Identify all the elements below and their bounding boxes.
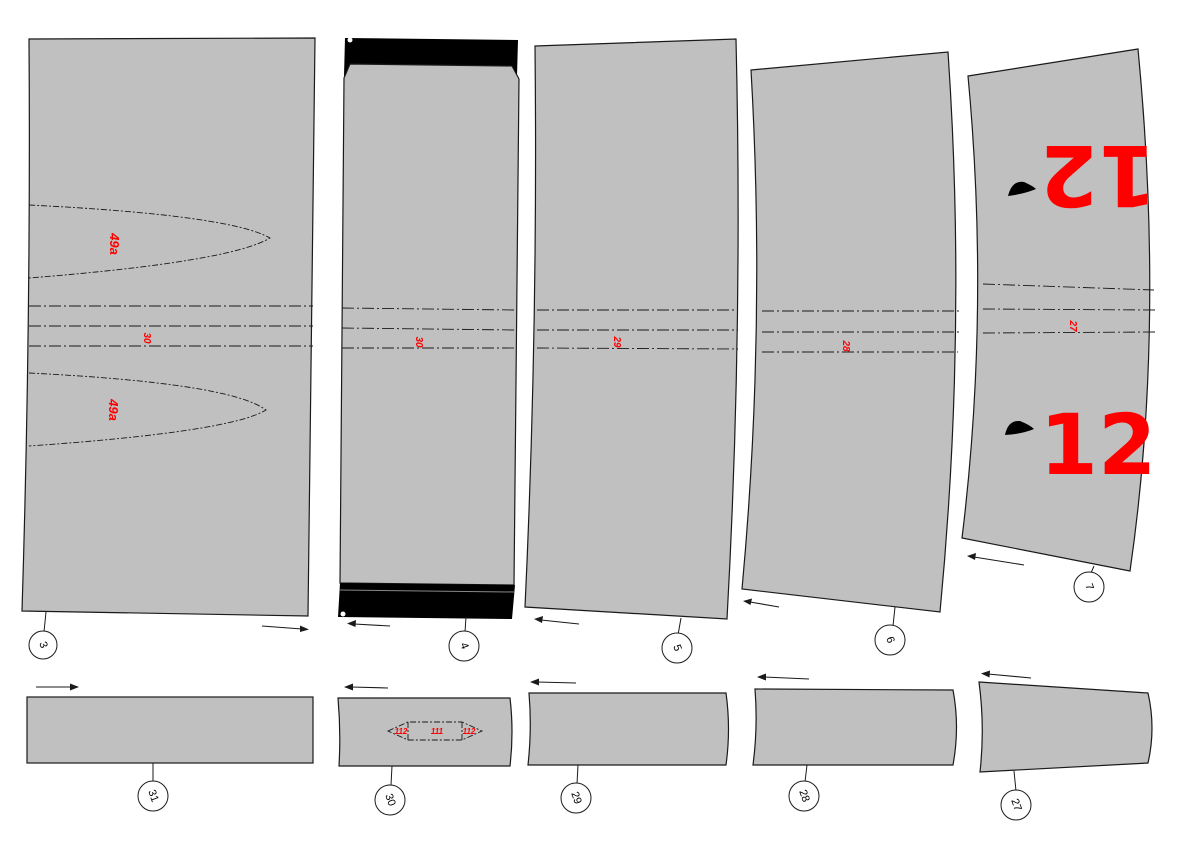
part-number: 3 xyxy=(36,640,49,650)
part-number: 29 xyxy=(568,790,583,806)
hull-number-top: 12 xyxy=(1040,126,1157,224)
fold-label: 29 xyxy=(611,335,622,348)
piece-6: 28 6 xyxy=(741,51,960,656)
part-number-bubble xyxy=(137,780,169,812)
fold-line xyxy=(536,347,739,350)
hawse-mark-lower xyxy=(1005,420,1034,435)
direction-arrow xyxy=(530,678,577,686)
direction-arrow xyxy=(967,553,1025,566)
fold-line xyxy=(341,327,516,331)
piece-4: 30 4 xyxy=(338,37,520,662)
part-number-bubble xyxy=(661,632,693,664)
part-number: 27 xyxy=(1008,797,1023,813)
part-number: 6 xyxy=(883,635,896,645)
hawse-mark-upper xyxy=(1008,181,1036,196)
piece-29: 29 xyxy=(527,678,730,814)
direction-arrow xyxy=(344,683,389,691)
part-number-bubble xyxy=(28,630,58,660)
hatch-label-left: 112 xyxy=(395,727,408,736)
part-number: 4 xyxy=(457,641,470,651)
hatch-label-center: 111 xyxy=(431,727,444,736)
piece-31: 31 xyxy=(26,683,314,812)
fold-line xyxy=(982,283,1155,291)
part-number-bubble xyxy=(788,780,820,812)
piece-3: 49a 30 49a 3 xyxy=(21,37,316,660)
cutout-49a-lower-label: 49a xyxy=(106,398,121,421)
hatch-label-right: 112 xyxy=(463,727,476,736)
part-number: 28 xyxy=(796,788,811,804)
part-number: 31 xyxy=(145,788,160,804)
direction-arrow xyxy=(757,673,810,681)
piece-7: 12 27 12 7 xyxy=(961,48,1157,603)
part-number: 5 xyxy=(670,643,683,653)
fold-label: 27 xyxy=(1067,319,1078,332)
glue-tab-bottom xyxy=(338,583,515,619)
fold-line xyxy=(982,308,1156,311)
direction-arrow xyxy=(743,598,780,608)
part-number-bubble xyxy=(560,782,592,814)
fold-label: 30 xyxy=(141,332,152,344)
piece-28: 28 xyxy=(752,673,958,812)
direction-arrow xyxy=(36,683,79,691)
direction-arrow xyxy=(981,670,1032,679)
fold-line xyxy=(982,331,1156,334)
fold-label: 30 xyxy=(413,336,424,348)
direction-arrow xyxy=(261,625,309,632)
fold-line xyxy=(341,307,516,311)
cutout-49a-upper-label: 49a xyxy=(107,232,122,255)
hull-number-bottom: 12 xyxy=(1040,396,1157,494)
piece-5: 29 5 xyxy=(524,38,739,664)
part-number: 30 xyxy=(382,792,397,808)
piece-27: 27 xyxy=(978,670,1153,821)
fold-label: 28 xyxy=(840,339,851,352)
direction-arrow xyxy=(347,620,391,627)
part-number-bubble xyxy=(374,784,406,816)
part-number-bubble xyxy=(874,624,906,656)
cutout-49a-upper-outline xyxy=(28,204,271,279)
cutout-49a-lower-outline xyxy=(28,372,267,447)
part-number-bubble xyxy=(1073,571,1105,603)
direction-arrow xyxy=(534,616,580,625)
piece-30: 112 111 112 30 xyxy=(337,683,513,816)
hatch-outline xyxy=(386,721,484,741)
part-number: 7 xyxy=(1082,582,1095,592)
part-number-bubble xyxy=(1000,789,1032,821)
part-number-bubble xyxy=(448,630,480,662)
